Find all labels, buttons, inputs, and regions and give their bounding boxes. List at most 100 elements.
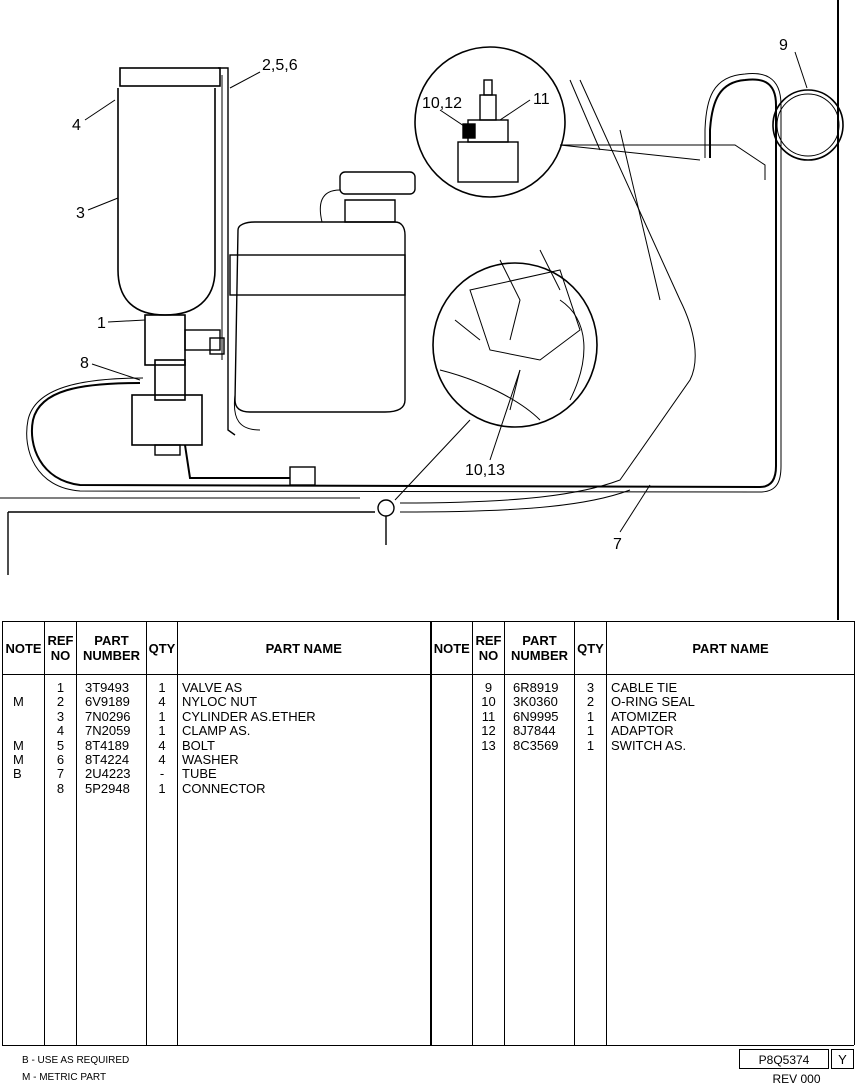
ref-number: 12 xyxy=(481,723,496,739)
part-number: 5P2948 xyxy=(85,780,130,796)
revision: REV 000 xyxy=(772,1072,821,1086)
note-value xyxy=(442,681,473,695)
part-name: O-RING SEAL xyxy=(611,694,695,710)
callout-2-5-6: 2,5,6 xyxy=(262,57,298,74)
drawing-id-block: P8Q5374 Y REV 000 xyxy=(739,1049,854,1087)
callout-3: 3 xyxy=(76,205,85,222)
part-name: NYLOC NUT xyxy=(182,694,258,710)
part-number: 2U4223 xyxy=(85,766,131,782)
qty-value: 1 xyxy=(158,780,166,796)
part-name: CLAMP AS. xyxy=(182,723,251,739)
part-number: 8J7844 xyxy=(513,723,556,739)
callout-8: 8 xyxy=(80,355,89,372)
part-name: BOLT xyxy=(182,737,215,753)
qty-value: 1 xyxy=(158,680,166,695)
part-number: 3K0360 xyxy=(513,694,558,710)
ref-number: 9 xyxy=(484,680,493,695)
note-value xyxy=(13,724,44,738)
callout-7: 7 xyxy=(613,536,622,553)
part-name: ADAPTOR xyxy=(611,723,674,739)
callout-10-12: 10,12 xyxy=(422,95,462,112)
header-qty: QTY xyxy=(146,621,178,675)
callout-10-13: 10,13 xyxy=(465,462,505,479)
part-number: 8C3569 xyxy=(513,737,559,753)
header-part-name-right: PART NAME xyxy=(606,621,855,675)
qty-value: 4 xyxy=(158,737,166,753)
note-value: M xyxy=(13,737,24,753)
note-value: M xyxy=(13,751,24,767)
part-number: 6N9995 xyxy=(513,708,559,724)
callout-4: 4 xyxy=(72,117,81,134)
note-value: M xyxy=(13,694,24,710)
ref-number: 5 xyxy=(56,737,65,753)
ref-number: 10 xyxy=(481,694,496,710)
header-note: NOTE xyxy=(2,621,45,675)
ref-number: 8 xyxy=(56,780,65,796)
part-number: 6R8919 xyxy=(513,680,559,695)
note-column-right xyxy=(429,674,473,1045)
part-number: 6V9189 xyxy=(85,694,130,710)
note-value: B xyxy=(13,766,22,782)
qty-value: 3 xyxy=(586,680,595,695)
header-part-name: PART NAME xyxy=(177,621,431,675)
ref-number: 4 xyxy=(56,723,65,739)
callout-1: 1 xyxy=(97,315,106,332)
part-number: 8T4224 xyxy=(85,751,130,767)
notes-legend: B - USE AS REQUIRED M - METRIC PART xyxy=(22,1052,129,1086)
qty-value: 1 xyxy=(586,708,595,724)
qty-value: 1 xyxy=(158,723,166,739)
qty-value: 1 xyxy=(586,737,595,753)
part-name: CABLE TIE xyxy=(611,680,678,695)
legend-b: B - USE AS REQUIRED xyxy=(22,1055,130,1066)
qty-value: 1 xyxy=(586,723,595,739)
ref-number: 3 xyxy=(56,708,65,724)
note-value xyxy=(442,710,473,724)
footer: B - USE AS REQUIRED M - METRIC PART P8Q5… xyxy=(2,1045,854,1089)
revision-letter: Y xyxy=(831,1049,854,1069)
qty-value: 1 xyxy=(158,708,166,724)
note-value xyxy=(13,681,44,695)
ref-number: 2 xyxy=(56,694,65,710)
drawing-number: P8Q5374 xyxy=(739,1049,829,1069)
qty-value: 4 xyxy=(158,694,166,710)
ref-number: 6 xyxy=(56,751,65,767)
qty-value: - xyxy=(159,766,165,782)
part-name: CYLINDER AS.ETHER xyxy=(182,708,316,724)
ref-number: 7 xyxy=(56,766,65,782)
part-name: ATOMIZER xyxy=(611,708,677,724)
callout-11: 11 xyxy=(533,91,550,108)
ether-starting-aid-diagram: 9 2,5,6 10,12 11 4 3 1 8 10,13 7 xyxy=(0,0,844,620)
ref-number: 11 xyxy=(481,708,496,724)
note-value xyxy=(13,782,44,796)
part-name: TUBE xyxy=(182,766,217,782)
part-number: 7N2059 xyxy=(85,723,131,739)
note-value xyxy=(442,724,473,738)
ref-number: 13 xyxy=(481,737,496,753)
note-value xyxy=(442,695,473,709)
header-note-right: NOTE xyxy=(429,621,473,675)
qty-value: 2 xyxy=(586,694,595,710)
part-number: 7N0296 xyxy=(85,708,131,724)
legend-m: M - METRIC PART xyxy=(22,1072,107,1083)
part-name: WASHER xyxy=(182,751,239,767)
ref-number: 1 xyxy=(56,680,65,695)
part-number: 3T9493 xyxy=(85,680,130,695)
part-name: CONNECTOR xyxy=(182,780,266,796)
part-number: 8T4189 xyxy=(85,737,130,753)
note-value xyxy=(442,739,473,753)
